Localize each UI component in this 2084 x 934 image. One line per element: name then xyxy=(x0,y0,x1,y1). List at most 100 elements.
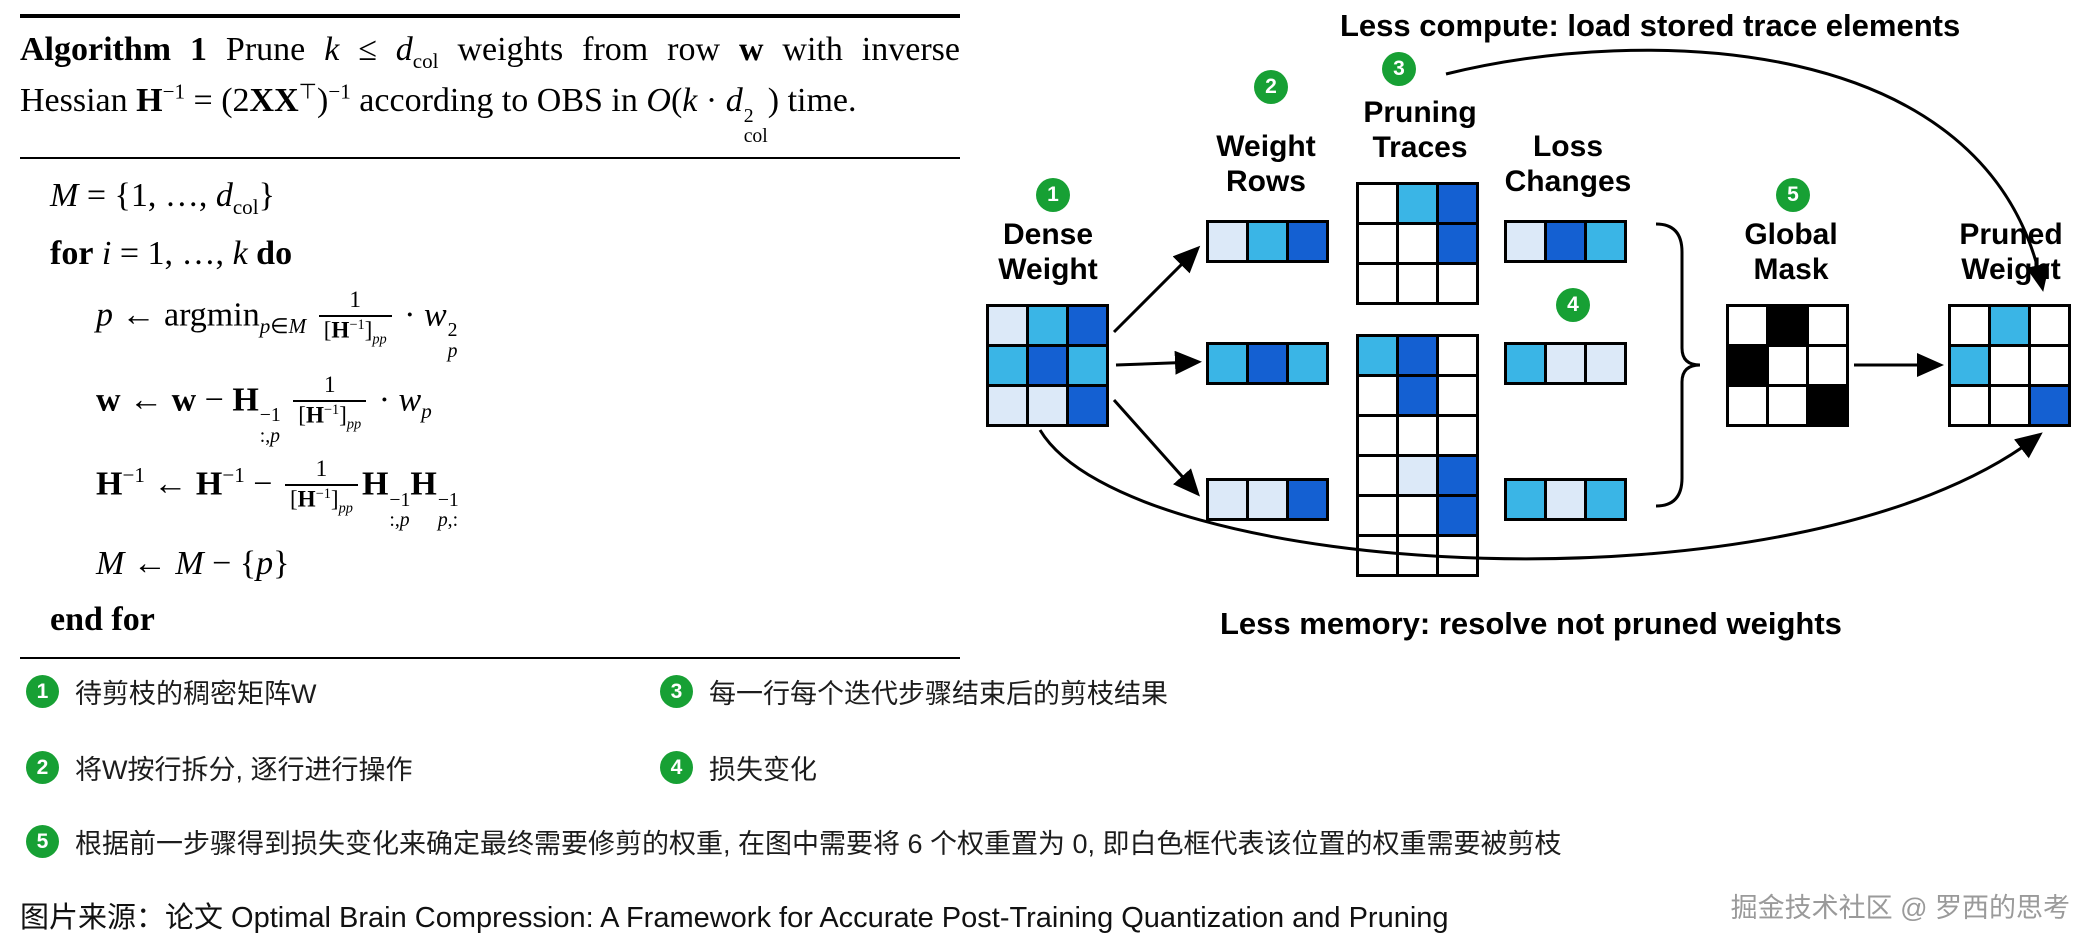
pseudocode-line-mask-update: M ← M − {p} xyxy=(96,545,290,583)
legend-item-2: 2 将W按行拆分, 逐行进行操作 xyxy=(26,748,413,787)
matrix-cell xyxy=(1507,481,1544,518)
matrix-cell xyxy=(1439,457,1476,494)
pruned-weight-matrix xyxy=(1948,304,2071,427)
matrix-cell xyxy=(1399,225,1436,262)
weight-rows-label: Weight Rows xyxy=(1216,130,1316,198)
legend-badge-5: 5 xyxy=(26,825,59,858)
matrix-cell xyxy=(1209,345,1246,382)
matrix-cell xyxy=(2031,387,2068,424)
arrow-dense-to-row2 xyxy=(1115,350,1202,375)
matrix-cell xyxy=(1069,347,1106,384)
pseudocode-line-endfor: end for xyxy=(50,601,155,639)
matrix-cell xyxy=(1359,337,1396,374)
matrix-cell xyxy=(1507,223,1544,260)
matrix-cell xyxy=(1991,307,2028,344)
matrix-cell xyxy=(1399,497,1436,534)
less-memory-note: Less memory: resolve not pruned weights xyxy=(1220,606,1842,641)
matrix-cell xyxy=(1359,417,1396,454)
matrix-cell xyxy=(1399,265,1436,302)
matrix-cell xyxy=(1359,457,1396,494)
legend-item-3: 3 每一行每个迭代步骤结束后的剪枝结果 xyxy=(660,672,1168,711)
legend-badge-4: 4 xyxy=(660,751,693,784)
matrix-cell xyxy=(1729,347,1766,384)
step-badge-4: 4 xyxy=(1556,288,1590,322)
matrix-cell xyxy=(1439,265,1476,302)
matrix-cell xyxy=(1359,225,1396,262)
matrix-cell xyxy=(1547,345,1584,382)
matrix-cell xyxy=(1399,377,1436,414)
matrix-cell xyxy=(1809,307,1846,344)
global-mask-matrix xyxy=(1726,304,1849,427)
matrix-cell xyxy=(1439,417,1476,454)
algorithm-header: Algorithm 1 Prune k ≤ dcol weights from … xyxy=(20,31,960,148)
watermark: 掘金技术社区 @ 罗西的思考 xyxy=(1730,893,2070,923)
matrix-cell xyxy=(1399,185,1436,222)
legend-badge-2: 2 xyxy=(26,751,59,784)
legend-text-4: 损失变化 xyxy=(709,755,817,785)
matrix-cell xyxy=(1729,307,1766,344)
weight-row-matrix-1 xyxy=(1206,220,1329,263)
pruning-trace-matrix-3 xyxy=(1356,454,1479,577)
matrix-cell xyxy=(1547,223,1584,260)
legend-badge-1: 1 xyxy=(26,675,59,708)
algorithm-rule-mid xyxy=(20,156,960,159)
pseudocode-line-init: M = {1, …, dcol} xyxy=(50,176,275,219)
legend-badge-3: 3 xyxy=(660,675,693,708)
matrix-cell xyxy=(2031,347,2068,384)
arrow-dense-to-row3 xyxy=(1112,399,1200,497)
matrix-cell xyxy=(989,307,1026,344)
matrix-cell xyxy=(1439,337,1476,374)
matrix-cell xyxy=(1991,347,2028,384)
matrix-cell xyxy=(1809,387,1846,424)
less-compute-note: Less compute: load stored trace elements xyxy=(1340,8,1961,43)
algorithm-rule-top xyxy=(20,14,960,18)
step-badge-5: 5 xyxy=(1776,178,1810,212)
matrix-cell xyxy=(1359,497,1396,534)
algorithm-rule-bottom xyxy=(20,656,960,659)
legend-item-4: 4 损失变化 xyxy=(660,748,817,787)
matrix-cell xyxy=(1951,347,1988,384)
legend-text-3: 每一行每个迭代步骤结束后的剪枝结果 xyxy=(709,679,1168,709)
matrix-cell xyxy=(1439,377,1476,414)
matrix-cell xyxy=(1399,417,1436,454)
pruning-traces-label: Pruning Traces xyxy=(1363,96,1477,164)
weight-row-matrix-3 xyxy=(1206,478,1329,521)
matrix-cell xyxy=(1029,347,1066,384)
matrix-cell xyxy=(1029,307,1066,344)
legend-item-5: 5 根据前一步骤得到损失变化来确定最终需要修剪的权重, 在图中需要将 6 个权重… xyxy=(26,822,1562,861)
matrix-cell xyxy=(1439,225,1476,262)
pruning-trace-matrix-2 xyxy=(1356,334,1479,457)
matrix-cell xyxy=(1769,387,1806,424)
step-badge-2: 2 xyxy=(1254,70,1288,104)
matrix-cell xyxy=(2031,307,2068,344)
matrix-cell xyxy=(1809,347,1846,384)
matrix-cell xyxy=(1587,223,1624,260)
matrix-cell xyxy=(1507,345,1544,382)
matrix-cell xyxy=(1399,537,1436,574)
matrix-cell xyxy=(1587,345,1624,382)
matrix-cell xyxy=(989,387,1026,424)
step-badge-3: 3 xyxy=(1382,52,1416,86)
loss-group-brace xyxy=(1655,222,1701,508)
image-source: 图片来源：论文 Optimal Brain Compression: A Fra… xyxy=(20,902,1449,934)
matrix-cell xyxy=(1289,345,1326,382)
matrix-cell xyxy=(1209,481,1246,518)
matrix-cell xyxy=(1209,223,1246,260)
legend-text-5: 根据前一步骤得到损失变化来确定最终需要修剪的权重, 在图中需要将 6 个权重置为… xyxy=(75,829,1562,859)
loss-changes-label: Loss Changes xyxy=(1504,130,1632,198)
weight-row-matrix-2 xyxy=(1206,342,1329,385)
matrix-cell xyxy=(1729,387,1766,424)
matrix-cell xyxy=(1249,345,1286,382)
matrix-cell xyxy=(1991,387,2028,424)
matrix-cell xyxy=(1587,481,1624,518)
matrix-cell xyxy=(1069,387,1106,424)
loss-changes-matrix-1 xyxy=(1504,220,1627,263)
matrix-cell xyxy=(1769,307,1806,344)
matrix-cell xyxy=(1289,481,1326,518)
matrix-cell xyxy=(1439,185,1476,222)
matrix-cell xyxy=(1249,481,1286,518)
matrix-cell xyxy=(1951,387,1988,424)
legend-item-1: 1 待剪枝的稠密矩阵W xyxy=(26,672,316,711)
